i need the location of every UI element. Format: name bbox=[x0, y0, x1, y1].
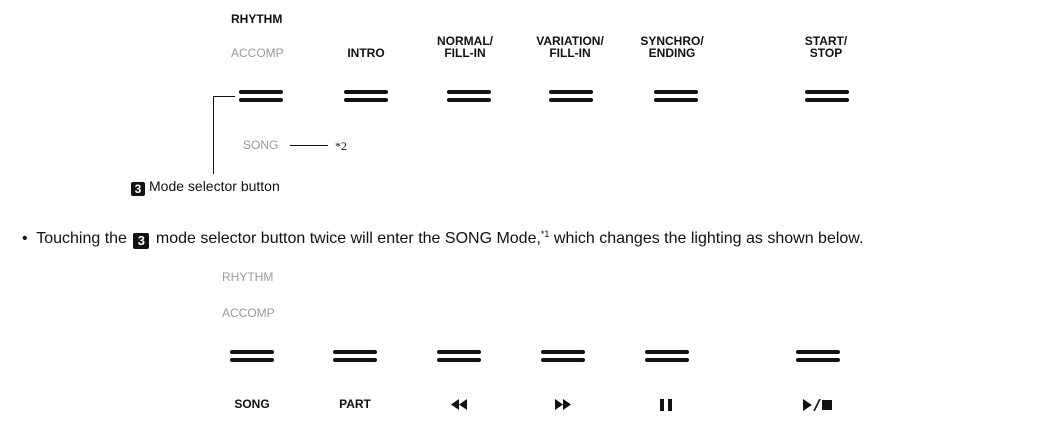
rhythm-label-top: RHYTHM bbox=[231, 12, 283, 26]
accomp-label-top: ACCOMP bbox=[231, 46, 284, 60]
play-stop-button[interactable] bbox=[796, 350, 840, 362]
normal-label-line1: NORMAL/ bbox=[437, 34, 493, 48]
number-badge-3-inline: 3 bbox=[133, 233, 150, 249]
variation-label-line2: FILL-IN bbox=[549, 46, 591, 60]
start-label-line1: START/ bbox=[804, 34, 848, 48]
start-stop-label: START/ STOP bbox=[791, 35, 861, 59]
rewind-button[interactable] bbox=[437, 350, 481, 362]
rhythm-label-bottom: RHYTHM bbox=[222, 270, 274, 284]
part-button[interactable] bbox=[333, 350, 377, 362]
accomp-label-bottom: ACCOMP bbox=[222, 306, 275, 320]
intro-label: INTRO bbox=[347, 46, 385, 60]
play-stop-icon bbox=[803, 399, 832, 411]
fast-forward-button[interactable] bbox=[541, 350, 585, 362]
pause-button[interactable] bbox=[645, 350, 689, 362]
synchro-label-line2: ENDING bbox=[648, 46, 696, 60]
intro-button[interactable] bbox=[344, 90, 388, 102]
mode-selector-button[interactable] bbox=[239, 90, 283, 102]
instruction-text-before: Touching the bbox=[36, 230, 127, 247]
callout-line-vertical bbox=[213, 96, 214, 174]
song-mode-button[interactable] bbox=[230, 350, 274, 362]
callout-line-horizontal bbox=[213, 96, 235, 97]
pause-icon bbox=[660, 399, 672, 411]
song-label-top: SONG bbox=[243, 138, 279, 152]
instruction-text-after: mode selector button twice will enter th… bbox=[155, 230, 541, 247]
song-label-bottom: SONG bbox=[234, 397, 270, 411]
synchro-ending-label: SYNCHRO/ ENDING bbox=[630, 35, 714, 59]
start-stop-button[interactable] bbox=[805, 90, 849, 102]
normal-fill-in-button[interactable] bbox=[447, 90, 491, 102]
stop-label-line2: STOP bbox=[809, 46, 843, 60]
fast-forward-icon bbox=[555, 399, 571, 410]
song-callout-line bbox=[290, 145, 328, 146]
variation-fill-in-label: VARIATION/ FILL-IN bbox=[526, 35, 614, 59]
footnote-ref-1: *1 bbox=[540, 229, 550, 239]
bullet: • bbox=[22, 230, 28, 247]
synchro-label-line1: SYNCHRO/ bbox=[640, 34, 704, 48]
number-badge-3: 3 bbox=[131, 182, 145, 196]
normal-fill-in-label: NORMAL/ FILL-IN bbox=[425, 35, 505, 59]
instruction-paragraph: • Touching the 3 mode selector button tw… bbox=[22, 229, 863, 249]
variation-label-line1: VARIATION/ bbox=[536, 34, 604, 48]
instruction-text-end: which changes the lighting as shown belo… bbox=[549, 230, 864, 247]
normal-label-line2: FILL-IN bbox=[444, 46, 486, 60]
synchro-ending-button[interactable] bbox=[654, 90, 698, 102]
note-reference-2: *2 bbox=[335, 139, 347, 153]
part-label: PART bbox=[339, 397, 371, 411]
mode-selector-caption: 3 Mode selector button bbox=[131, 178, 280, 196]
rewind-icon bbox=[451, 399, 467, 410]
variation-fill-in-button[interactable] bbox=[549, 90, 593, 102]
caption-text: Mode selector button bbox=[149, 178, 280, 194]
